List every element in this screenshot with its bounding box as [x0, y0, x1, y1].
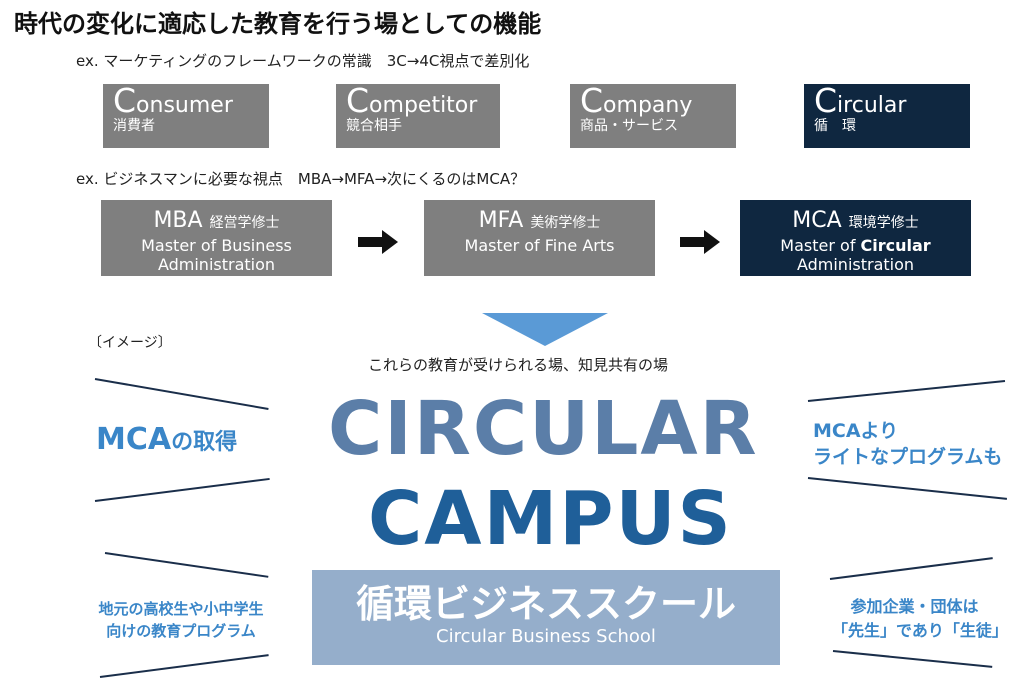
mba-box: MBA 経営学修士 Master of Business Administrat…	[101, 200, 332, 276]
campus-title: CAMPUS	[368, 476, 733, 562]
divider-line	[99, 654, 269, 678]
divider-line	[832, 650, 993, 668]
divider-line	[829, 557, 993, 580]
down-triangle-icon	[482, 313, 608, 346]
divider-line	[104, 552, 269, 578]
school-name-en: Circular Business School	[436, 626, 656, 647]
example-mba-mfa-mca: ex. ビジネスマンに必要な視点 MBA→MFA→次にくるのはMCA？	[76, 170, 526, 188]
circular-title: CIRCULAR	[328, 386, 759, 472]
mca-acquisition-text: MCAの取得	[96, 422, 238, 457]
page-title: 時代の変化に適応した教育を行う場としての機能	[14, 10, 542, 38]
divider-line	[807, 379, 1006, 402]
light-program-text: MCAより ライトなプログラムも	[813, 420, 1003, 468]
example-3c-4c: ex. マーケティングのフレームワークの常識 3C→4C視点で差別化	[76, 52, 530, 70]
divider-line	[807, 477, 1008, 500]
business-school-box: 循環ビジネススクール Circular Business School	[312, 570, 780, 665]
divider-line	[94, 477, 270, 502]
consumer-box: Consumer 消費者	[103, 84, 269, 148]
mfa-box: MFA 美術学修士 Master of Fine Arts	[424, 200, 655, 276]
local-students-text: 地元の高校生や小中学生 向けの教育プログラム	[98, 600, 264, 640]
divider-line	[94, 378, 269, 410]
image-label: 〔イメージ〕	[88, 335, 172, 351]
competitor-box: Competitor 競合相手	[336, 84, 500, 148]
circular-box: Circular 循 環	[804, 84, 970, 148]
participants-text: 参加企業・団体は 「先生」であり「生徒」	[832, 597, 1008, 640]
company-box: Company 商品・サービス	[570, 84, 736, 148]
school-name-jp: 循環ビジネススクール	[355, 582, 736, 626]
arrow-right-icon	[680, 230, 720, 254]
arrow-right-icon	[358, 230, 398, 254]
mca-box: MCA 環境学修士 Master of Circular Administrat…	[740, 200, 971, 276]
caption: これらの教育が受けられる場、知見共有の場	[368, 356, 669, 374]
